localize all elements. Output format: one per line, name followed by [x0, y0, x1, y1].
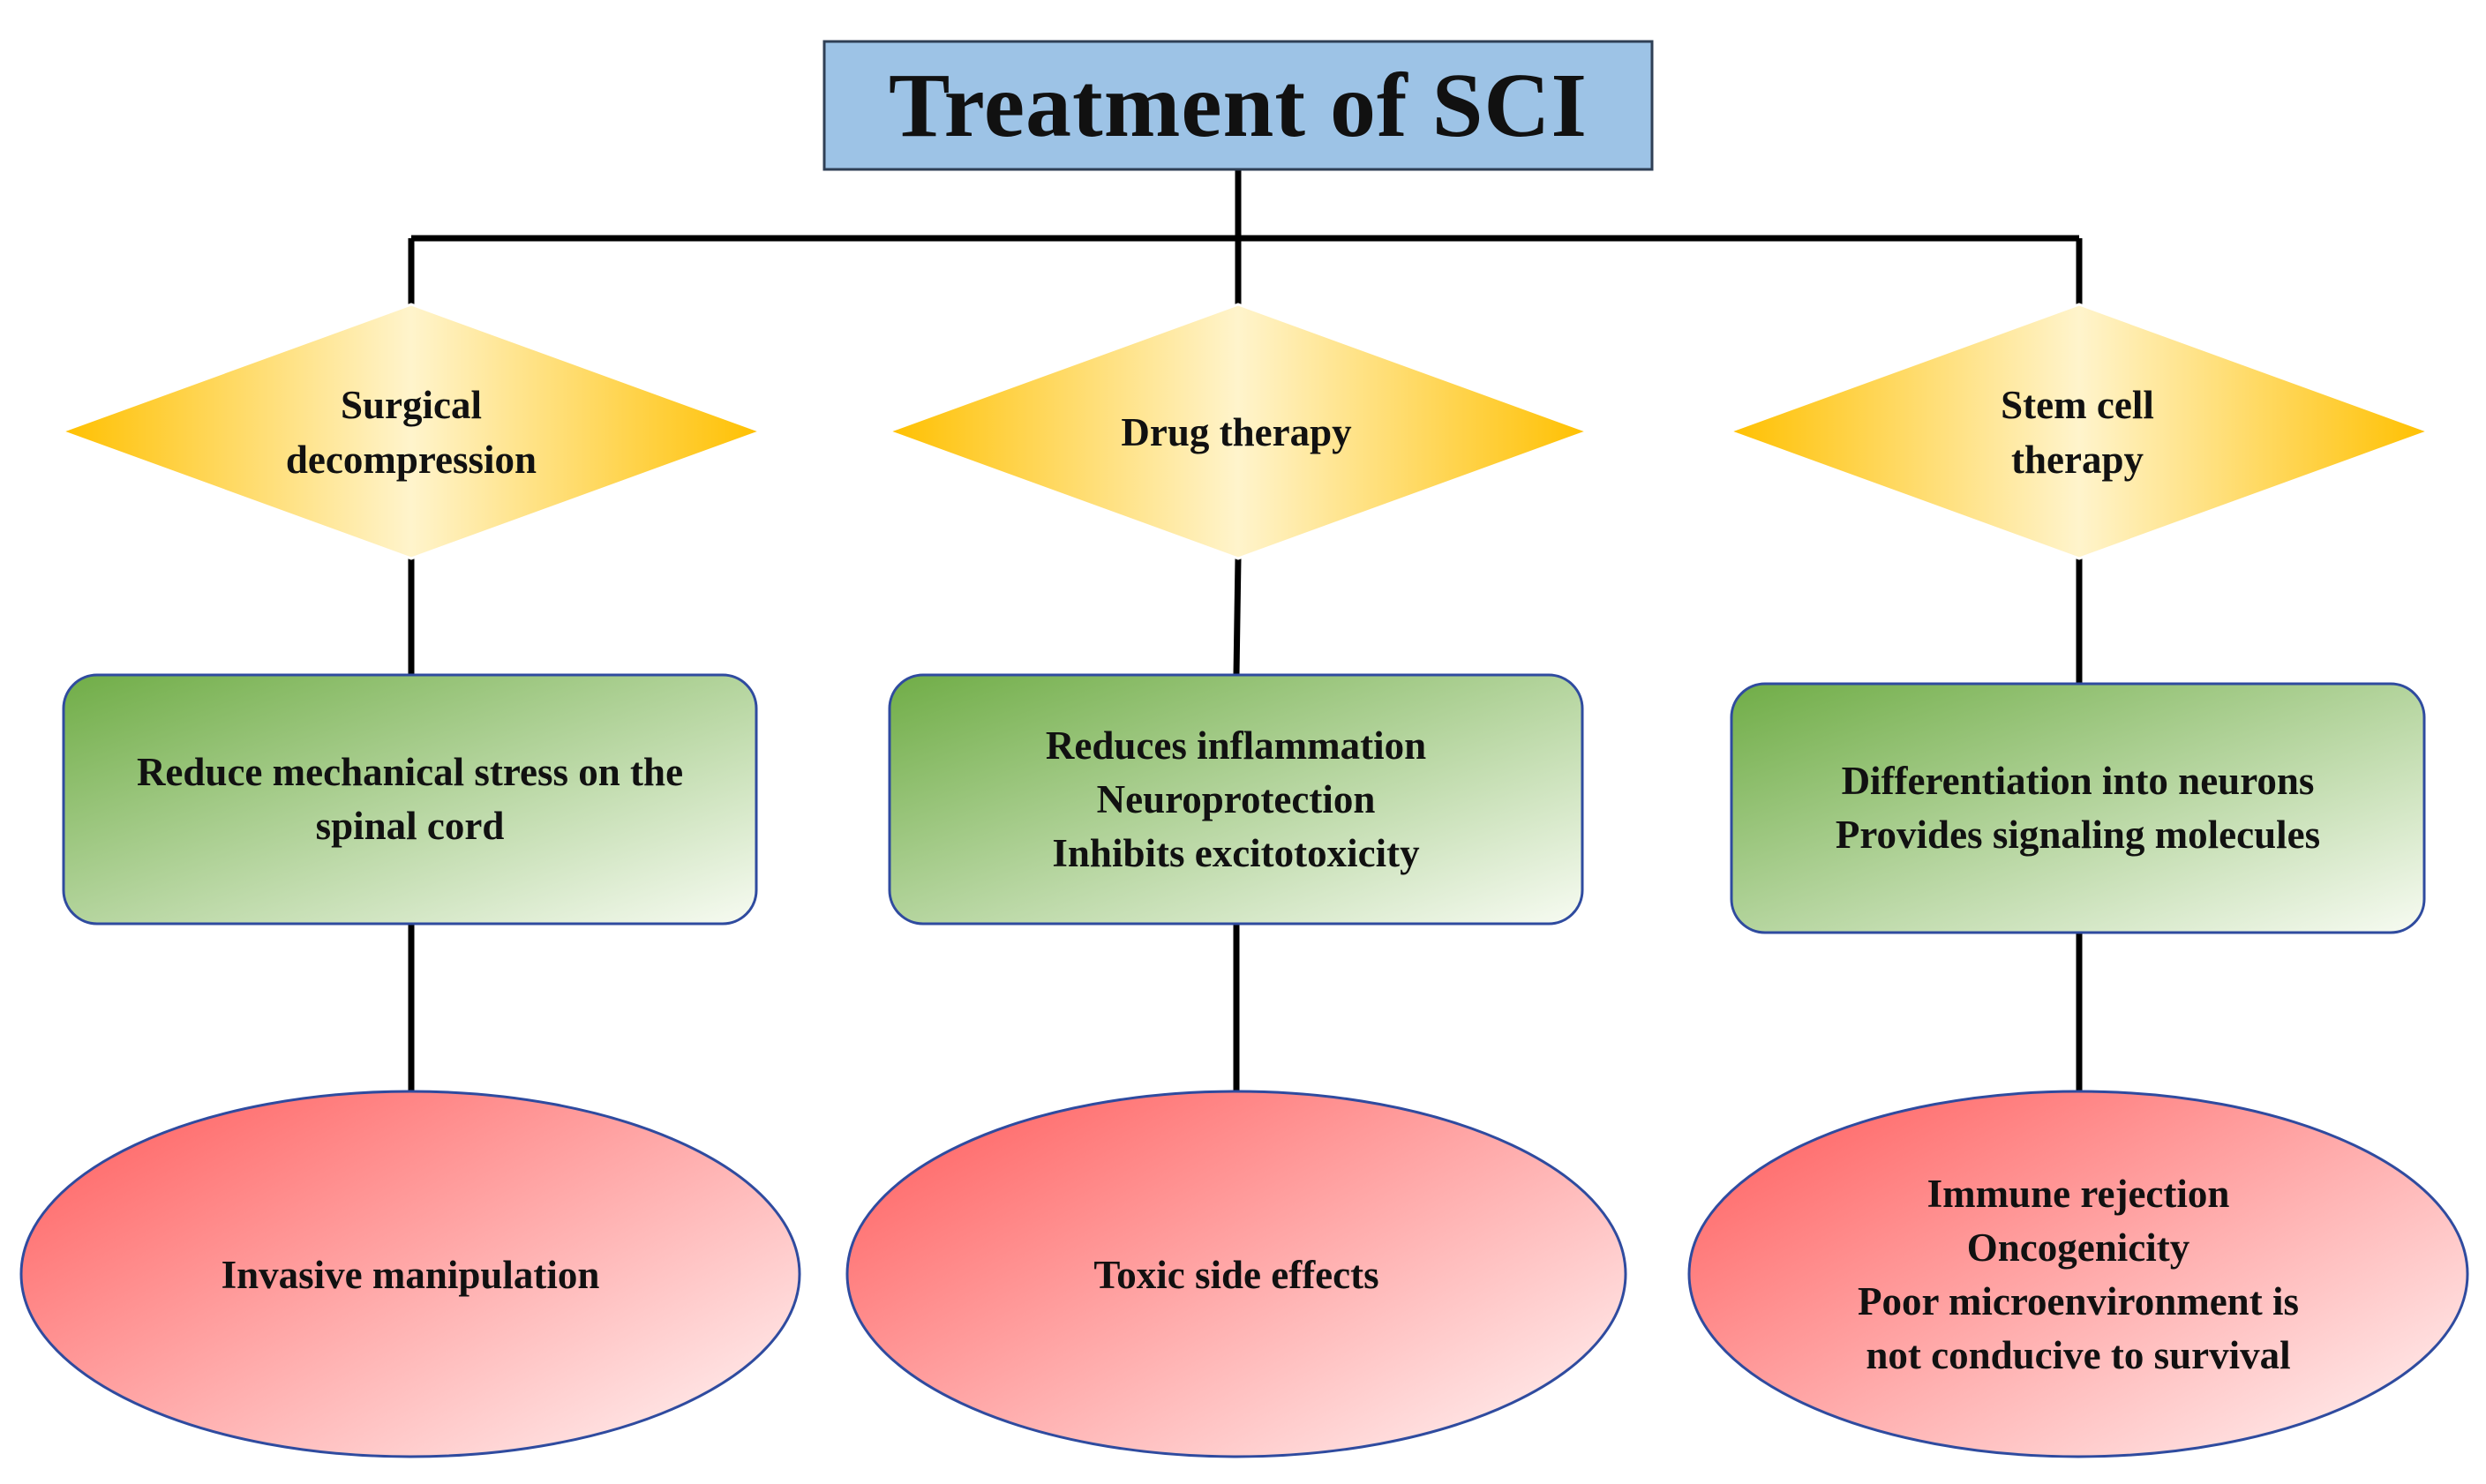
method-label-line: therapy	[2011, 438, 2144, 482]
mechanism-label-stem-cell: Differentiation into neurons Provides si…	[1731, 684, 2424, 933]
method-diamond-stem-cell	[1725, 303, 2433, 560]
limitation-ellipse-stem-cell	[1687, 1090, 2469, 1458]
diagram-title-text: Treatment of SCI	[888, 55, 1588, 156]
limitation-ellipse-surgical	[19, 1090, 801, 1458]
method-diamond-drug	[884, 303, 1592, 560]
title-box	[822, 40, 1654, 171]
limitation-ellipse-drug	[845, 1090, 1627, 1458]
method-label-drug: Drug therapy	[972, 335, 1501, 529]
connector-lines	[408, 169, 2083, 1091]
limitation-ellipses	[19, 1090, 2469, 1458]
limitation-label-line: Oncogenicity	[1966, 1225, 2190, 1270]
diagram-title: Treatment of SCI	[824, 41, 1652, 169]
limitation-label-line: Poor microenvironment is	[1858, 1279, 2299, 1323]
method-label-line: Surgical	[340, 383, 482, 427]
mechanism-boxes	[62, 673, 2426, 934]
limitation-label-stem-cell: Immune rejection Oncogenicity Poor micro…	[1721, 1103, 2436, 1447]
limitation-label-drug: Toxic side effects	[879, 1103, 1594, 1447]
method-label-stem-cell: Stem cell therapy	[1813, 335, 2342, 529]
method-label-line: Drug therapy	[1121, 410, 1352, 454]
method-diamonds	[57, 303, 2433, 560]
connector-branch-1-middle	[1233, 558, 1242, 676]
limitation-label-surgical: Invasive manipulation	[53, 1103, 768, 1447]
limitation-label-line: Immune rejection	[1926, 1172, 2230, 1216]
mechanism-box-drug	[888, 673, 1584, 926]
method-diamond-surgical	[57, 303, 765, 560]
limitation-label-line: not conducive to survival	[1866, 1333, 2291, 1377]
method-label-surgical: Surgical decompression	[146, 335, 676, 529]
mechanism-label-line: Reduce mechanical stress on the	[136, 750, 684, 794]
mechanism-label-line: Provides signaling molecules	[1835, 813, 2321, 857]
mechanism-box-stem-cell	[1730, 682, 2426, 934]
mechanism-label-surgical: Reduce mechanical stress on the spinal c…	[64, 675, 756, 924]
method-label-line: decompression	[285, 438, 537, 482]
mechanism-label-line: spinal cord	[315, 804, 505, 848]
mechanism-label-line: Inhibits excitotoxicity	[1052, 830, 1420, 875]
mechanism-label-drug: Reduces inflammation Neuroprotection Inh…	[890, 675, 1582, 924]
limitation-label-line: Invasive manipulation	[221, 1252, 600, 1297]
mechanism-box-surgical	[62, 673, 758, 926]
limitation-label-line: Toxic side effects	[1093, 1252, 1379, 1297]
mechanism-label-line: Differentiation into neurons	[1841, 759, 2315, 803]
mechanism-label-line: Reduces inflammation	[1045, 723, 1427, 768]
mechanism-label-line: Neuroprotection	[1096, 776, 1376, 821]
method-label-line: Stem cell	[2001, 383, 2154, 427]
